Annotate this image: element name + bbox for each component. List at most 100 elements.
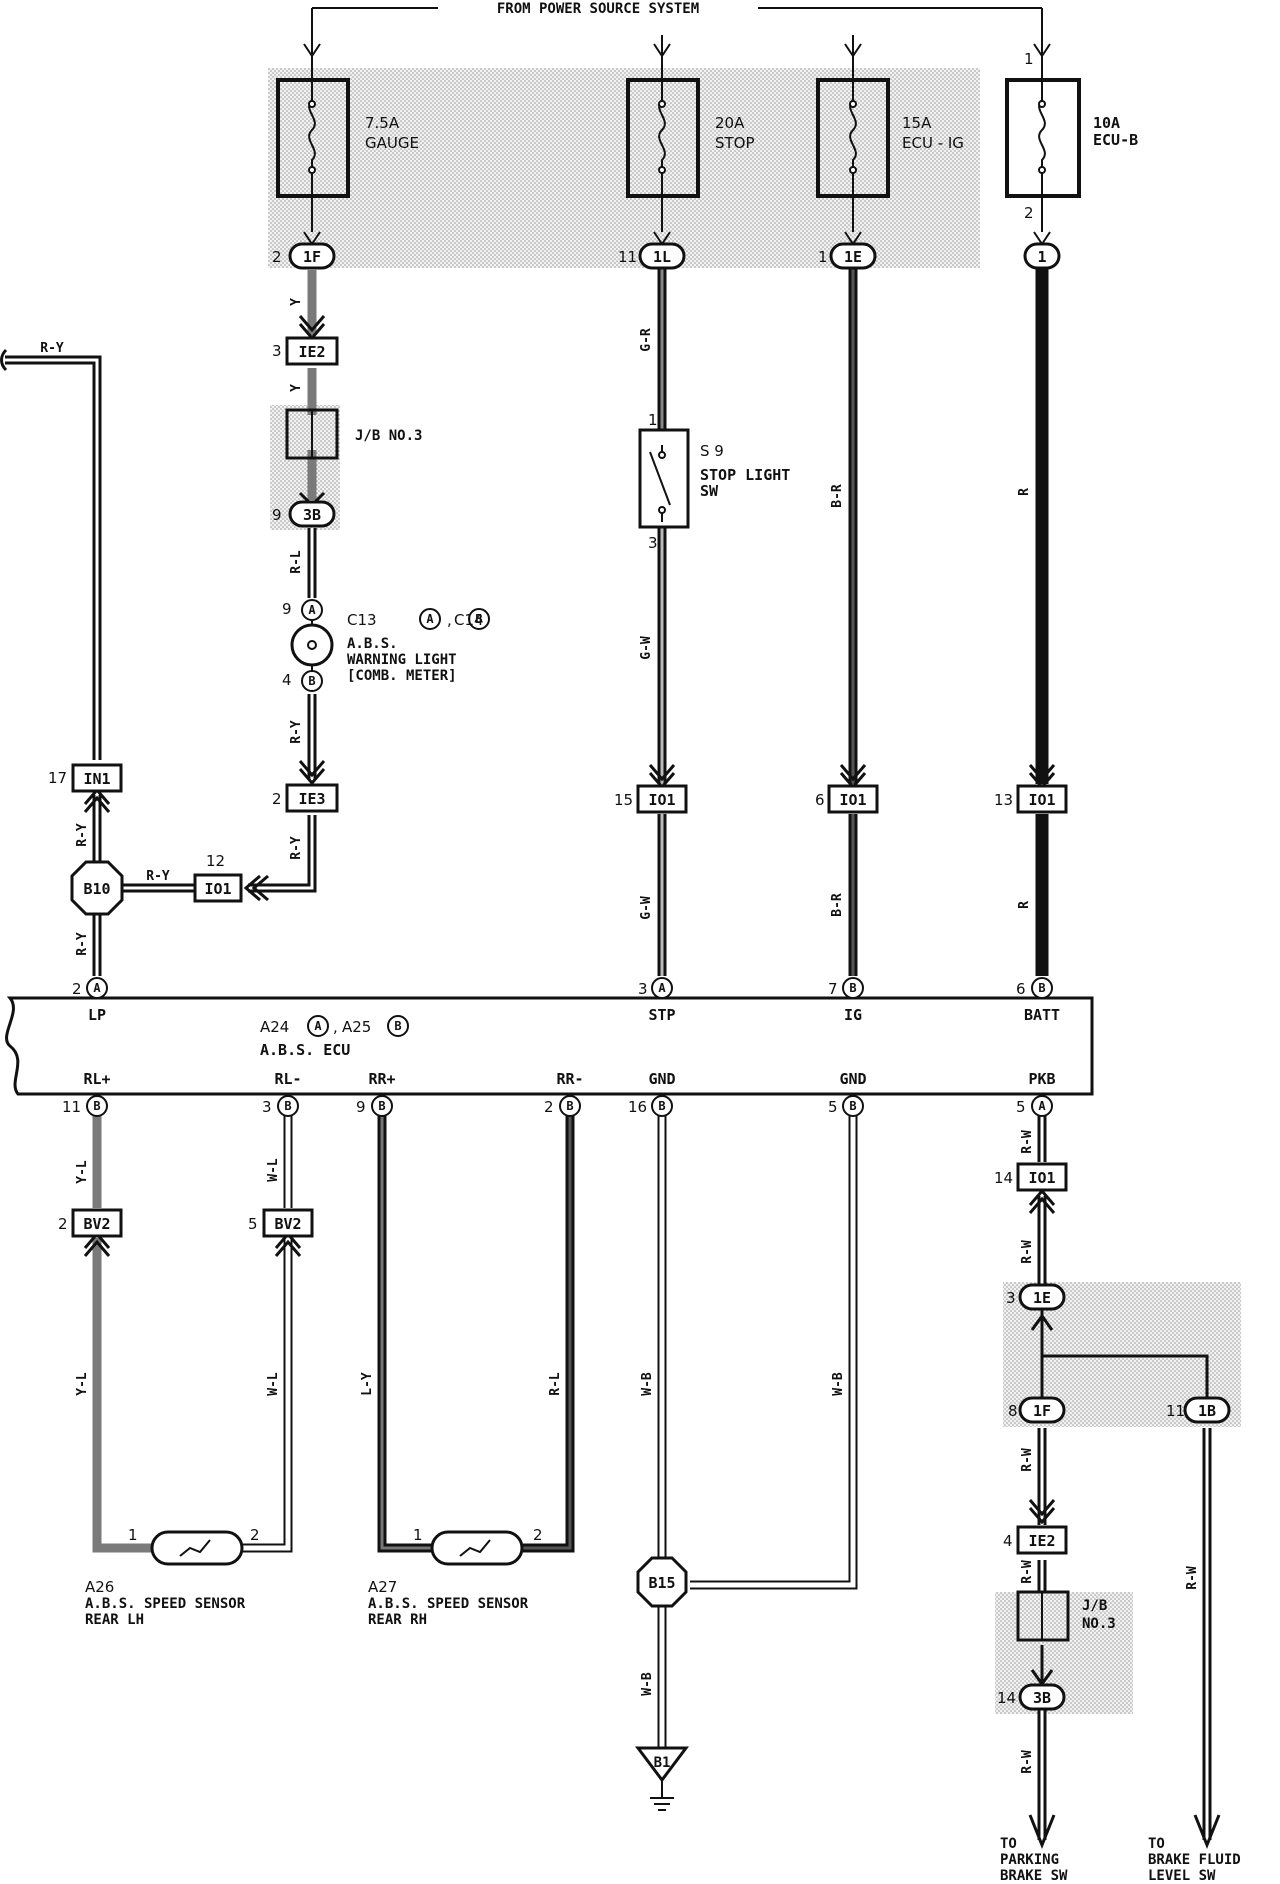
- svg-text:9: 9: [282, 600, 292, 618]
- svg-text:11: 11: [1166, 1402, 1185, 1420]
- conn-bv2-right: BV2: [274, 1215, 301, 1233]
- svg-text:R-Y: R-Y: [146, 869, 170, 884]
- conn-1l: 1L: [653, 248, 671, 266]
- stp-letter: A: [658, 981, 666, 995]
- rlm-letter: B: [284, 1099, 291, 1113]
- abs-light-label-2: WARNING LIGHT: [347, 652, 457, 668]
- svg-text:B-R: B-R: [830, 484, 845, 508]
- svg-text:9: 9: [356, 1098, 366, 1116]
- pin-a27-2: 2: [533, 1526, 543, 1544]
- svg-text:3: 3: [262, 1098, 272, 1116]
- fuse-ecu-b-amp: 10A: [1093, 114, 1120, 132]
- svg-text:15: 15: [614, 791, 633, 809]
- conn-bv2-left: BV2: [83, 1215, 110, 1233]
- s9-id: S 9: [700, 442, 724, 460]
- speed-sensor-rear-lh: [150, 1530, 244, 1566]
- jb3-label-bottom-a: J/B: [1082, 1598, 1107, 1614]
- ground-b1-label: B1: [654, 1755, 671, 1771]
- c13-letter: A: [426, 612, 434, 626]
- svg-text:1: 1: [818, 248, 828, 266]
- fuse-ecu-ig-amp: 15A: [902, 114, 932, 132]
- svg-text:13: 13: [994, 791, 1013, 809]
- a25-label: A25: [342, 1018, 371, 1036]
- svg-text:R: R: [1017, 901, 1032, 909]
- rrm-letter: B: [566, 1099, 573, 1113]
- svg-text:Y: Y: [289, 384, 304, 392]
- connector-rounded: [288, 242, 1231, 1711]
- pin-a26-2: 2: [250, 1526, 260, 1544]
- rlp-letter: B: [93, 1099, 100, 1113]
- fuse-ecu-ig-name: ECU - IG: [902, 134, 964, 152]
- svg-text:7: 7: [828, 980, 838, 998]
- a26-label-2: REAR LH: [85, 1612, 144, 1628]
- terminal-rl-plus: RL+: [83, 1070, 110, 1088]
- svg-text:W-L: W-L: [266, 1158, 281, 1182]
- terminal-lp: LP: [88, 1006, 106, 1024]
- svg-text:6: 6: [1016, 980, 1026, 998]
- abs-ecu-box: [5, 996, 1094, 1096]
- fuse-ecu-b-name: ECU-B: [1093, 131, 1138, 149]
- svg-text:G-W: G-W: [639, 636, 654, 660]
- abs-ecu-label: A.B.S. ECU: [260, 1041, 350, 1059]
- c14-letter: B: [475, 612, 482, 626]
- terminal-gnd-1: GND: [648, 1070, 675, 1088]
- a27-label-2: REAR RH: [368, 1612, 427, 1628]
- ground-b1: [635, 1746, 689, 1783]
- a27-id: A27: [368, 1578, 397, 1596]
- connector-rect: [71, 336, 1068, 1555]
- junction-b10: [70, 860, 124, 916]
- svg-text:R-Y: R-Y: [289, 720, 304, 744]
- a27-label-1: A.B.S. SPEED SENSOR: [368, 1596, 529, 1612]
- svg-text:R-W: R-W: [1020, 1240, 1035, 1264]
- a25-letter: B: [394, 1019, 401, 1033]
- pin-a27-1: 1: [413, 1526, 423, 1544]
- svg-text:W-L: W-L: [266, 1372, 281, 1396]
- terminal-pkb: PKB: [1028, 1070, 1055, 1088]
- junction-b15: [636, 1556, 688, 1608]
- pin-ecub-out: 2: [1024, 204, 1034, 222]
- abs-light-label-3: [COMB. METER]: [347, 668, 457, 684]
- a26-label-1: A.B.S. SPEED SENSOR: [85, 1596, 246, 1612]
- to-parking-3: BRAKE SW: [1000, 1868, 1068, 1884]
- conn-io1-pkb: IO1: [1028, 1169, 1055, 1187]
- abs-warning-light: [290, 623, 334, 667]
- svg-text:R-Y: R-Y: [40, 341, 64, 356]
- svg-text:R-L: R-L: [548, 1372, 563, 1396]
- svg-text:2: 2: [544, 1098, 554, 1116]
- svg-text:Y-L: Y-L: [75, 1160, 90, 1184]
- fuse-stop-amp: 20A: [715, 114, 745, 132]
- speed-sensor-rear-rh: [430, 1530, 524, 1566]
- terminal-gnd-2: GND: [839, 1070, 866, 1088]
- power-source-label: FROM POWER SOURCE SYSTEM: [497, 1, 699, 17]
- svg-text:R-Y: R-Y: [75, 823, 90, 847]
- c14-label-text: C14: [454, 611, 484, 629]
- fuse-gauge-name: GAUGE: [365, 134, 419, 152]
- svg-text:R-Y: R-Y: [75, 932, 90, 956]
- wire-w-b-2: [690, 1115, 858, 1590]
- connector-arrows: [83, 315, 1221, 1850]
- jb3-label-top: J/B NO.3: [355, 428, 422, 444]
- svg-text:16: 16: [628, 1098, 647, 1116]
- svg-text:W-B: W-B: [640, 1372, 655, 1396]
- conn-io1-batt: IO1: [1028, 791, 1055, 809]
- conn-1b: 1B: [1198, 1402, 1216, 1420]
- svg-text:W-B: W-B: [831, 1372, 846, 1396]
- to-brake-fluid-1: TO: [1148, 1836, 1165, 1852]
- to-brake-fluid-2: BRAKE FLUID: [1148, 1852, 1241, 1868]
- conn-1e-bottom: 1E: [1033, 1289, 1051, 1307]
- conn-1e-top: 1E: [844, 248, 862, 266]
- svg-text:2: 2: [58, 1215, 68, 1233]
- svg-text:5: 5: [1016, 1098, 1026, 1116]
- jb3-label-bottom-b: NO.3: [1082, 1616, 1116, 1632]
- pin-letter-a: A: [308, 603, 316, 617]
- conn-1f-bottom: 1F: [1033, 1402, 1051, 1420]
- wire-l-y: [377, 1115, 432, 1553]
- conn-3b-bottom: 3B: [1033, 1689, 1051, 1707]
- junction-b15-label: B15: [648, 1574, 675, 1592]
- svg-text:B-R: B-R: [830, 893, 845, 917]
- fuse-gauge-amp: 7.5A: [365, 114, 400, 132]
- to-parking-1: TO: [1000, 1836, 1017, 1852]
- wire-color-labels: Y Y R-L R-Y R-Y R-Y R-Y R-Y R-Y G-R G-W …: [40, 298, 1200, 1774]
- wire-r-y-loop: [5, 355, 102, 760]
